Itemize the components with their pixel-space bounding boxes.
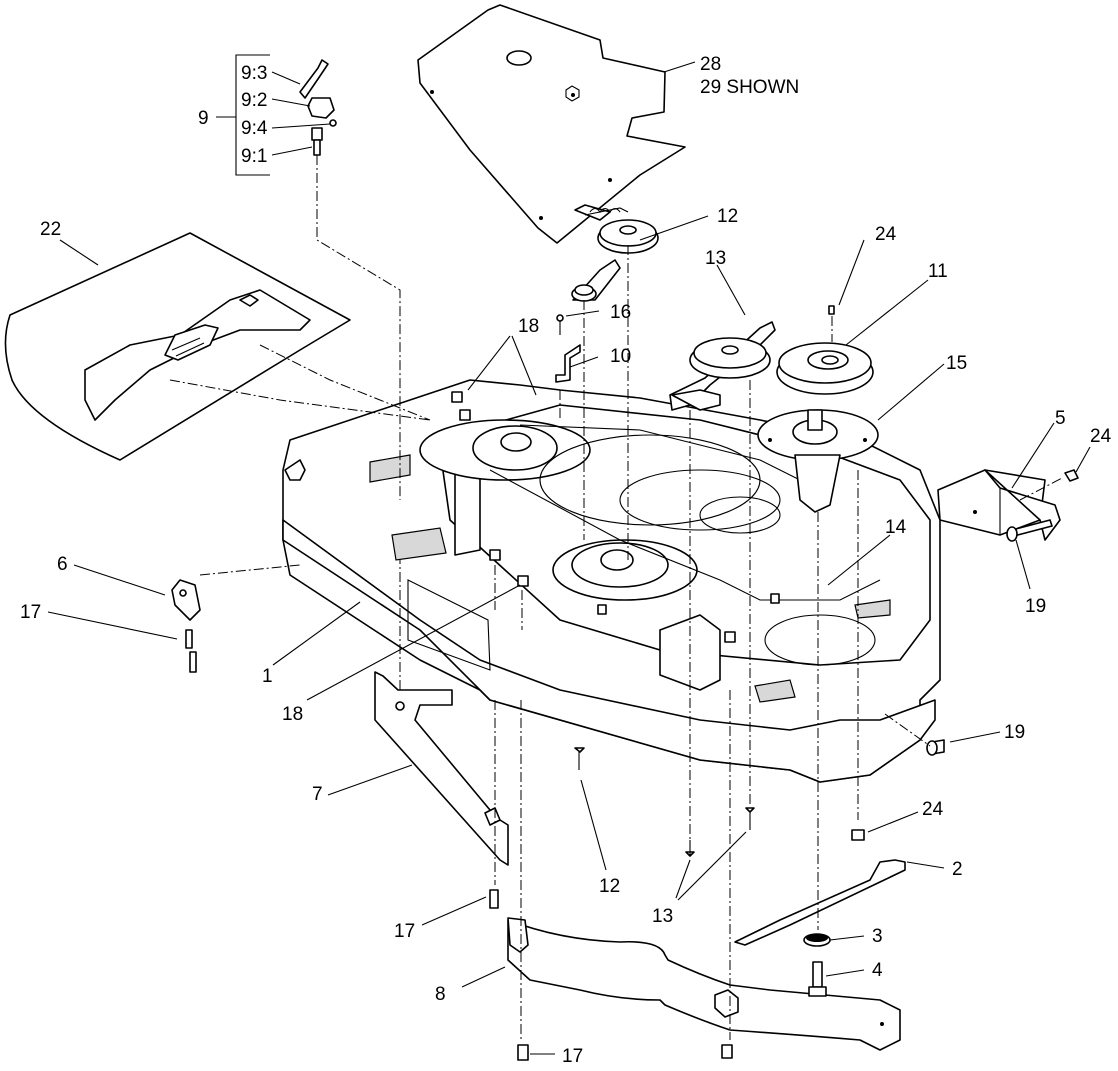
front-shield [4,232,351,461]
callout-13-top: 13 [705,248,726,269]
bracket-10-bolt-16 [555,314,581,383]
hardware [451,391,865,1061]
assembly-lines [169,155,1063,1040]
leader-lines [47,61,1091,1055]
callout-9-4: 9:4 [241,118,268,139]
pulley-11 [776,305,874,395]
callout-6: 6 [57,554,68,575]
callout-3: 3 [872,926,883,947]
callout-group-9 [216,54,270,176]
deck-pulleys-and-belt [419,419,881,601]
callout-5: 5 [1055,408,1066,429]
callout-24-right: 24 [1090,426,1112,447]
bolts-19 [926,519,1053,756]
callout-22: 22 [40,219,61,240]
callout-28: 28 [700,54,721,75]
callout-1: 1 [262,666,273,687]
callout-7: 7 [312,784,323,805]
callout-12-bottom: 12 [599,876,620,897]
callout-19-right: 19 [1025,596,1046,617]
callout-9-1: 9:1 [241,146,267,167]
callout-14: 14 [885,517,907,538]
callout-12-top: 12 [717,206,738,227]
callout-4: 4 [872,960,883,981]
bracket-6 [171,579,201,673]
lift-lever-assembly [299,59,337,156]
callout-24-top: 24 [875,224,897,245]
callout-16: 16 [610,302,631,323]
idler-arm-13 [669,321,776,411]
callout-2: 2 [952,859,963,880]
callout-17-bottom: 17 [562,1046,583,1067]
callout-9: 9 [198,108,209,129]
callout-24-bottom: 24 [922,799,944,820]
washer-3 [803,933,831,947]
baffle-8 [507,917,901,1051]
callout-labels: 28 29 SHOWN 9:3 9:2 9:4 9:1 9 22 12 24 1… [20,54,1112,1067]
callout-19-bottom: 19 [1004,722,1025,743]
belt-cover [417,4,686,244]
callout-10: 10 [610,346,631,367]
bolt-4 [808,961,827,997]
callout-18-bottom: 18 [282,704,303,725]
baffle-7 [374,671,509,866]
callout-9-2: 9:2 [241,90,267,111]
spindle-15 [757,409,879,513]
callout-13-bottom: 13 [652,906,673,927]
callout-15: 15 [946,353,967,374]
callout-17-middle: 17 [394,921,415,942]
blade-2 [734,859,906,946]
callout-29: 29 SHOWN [700,77,799,98]
callout-11: 11 [928,261,948,282]
callout-17-left: 17 [20,602,41,623]
callout-9-3: 9:3 [241,63,267,84]
callout-8: 8 [435,984,446,1005]
callout-18-top: 18 [518,316,539,337]
